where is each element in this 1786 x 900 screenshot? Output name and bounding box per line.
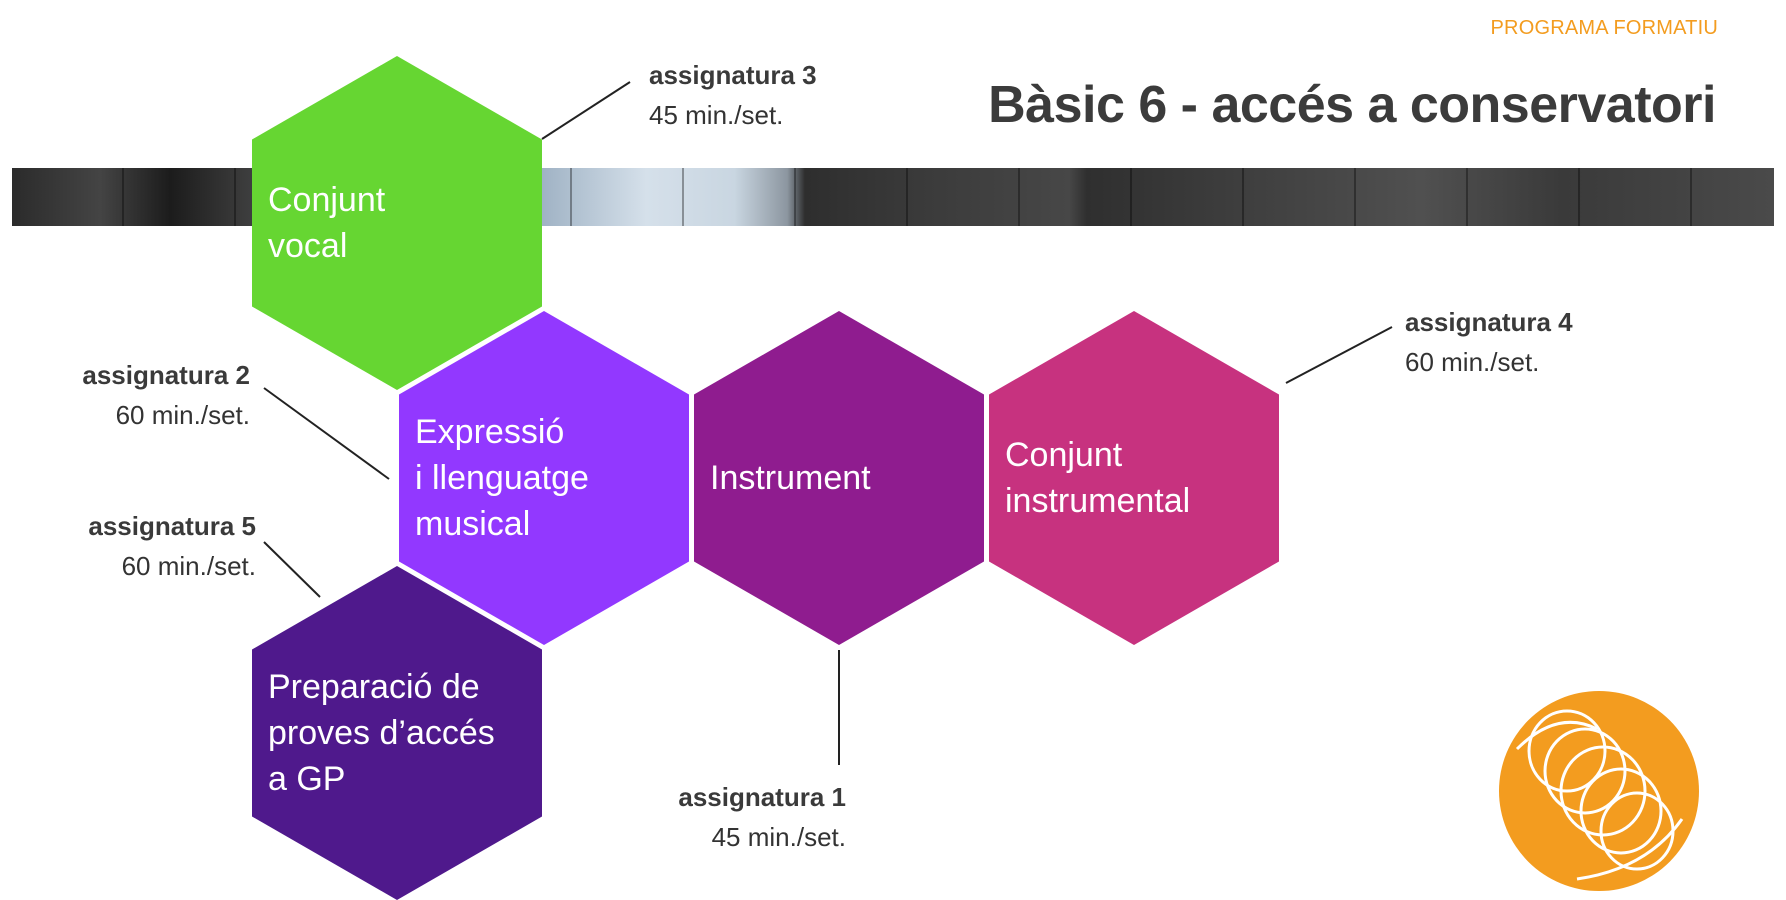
- hex-label: Conjunt instrumental: [1005, 436, 1191, 520]
- hex-conjunt-instrumental: Conjunt instrumental: [989, 311, 1279, 645]
- annotation-assignatura-4: assignatura 4 60 min./set.: [1405, 302, 1573, 382]
- annotation-name: assignatura 2: [82, 360, 250, 390]
- hex-label: Conjunt vocal: [268, 181, 386, 265]
- annotation-duration: 60 min./set.: [121, 551, 256, 581]
- annotation-assignatura-1: assignatura 1 45 min./set.: [678, 777, 846, 857]
- hex-label: Expressió i llenguatge musical: [415, 413, 589, 543]
- annotation-name: assignatura 5: [88, 511, 256, 541]
- annotation-name: assignatura 1: [678, 782, 846, 812]
- annotation-duration: 45 min./set.: [711, 822, 846, 852]
- connector-line-4: [1285, 326, 1393, 384]
- annotation-assignatura-5: assignatura 5 60 min./set.: [88, 506, 256, 586]
- program-label: PROGRAMA FORMATIU: [1490, 17, 1718, 39]
- annotation-duration: 60 min./set.: [1405, 347, 1540, 377]
- page-title: Bàsic 6 - accés a conservatori: [988, 76, 1716, 134]
- annotation-assignatura-2: assignatura 2 60 min./set.: [82, 355, 250, 435]
- annotation-assignatura-3: assignatura 3 45 min./set.: [649, 55, 817, 135]
- school-logo-icon: [1499, 691, 1699, 891]
- connector-line-5: [263, 541, 321, 598]
- connector-line-2: [263, 387, 390, 480]
- annotation-name: assignatura 4: [1405, 307, 1573, 337]
- annotation-duration: 45 min./set.: [649, 100, 784, 130]
- hex-label: Instrument: [710, 459, 871, 497]
- connector-line-3: [541, 81, 631, 140]
- hex-preparacio-proves-acces: Preparació de proves d’accés a GP: [252, 566, 542, 900]
- annotation-name: assignatura 3: [649, 60, 817, 90]
- hex-label: Preparació de proves d’accés a GP: [268, 668, 495, 798]
- annotation-duration: 60 min./set.: [115, 400, 250, 430]
